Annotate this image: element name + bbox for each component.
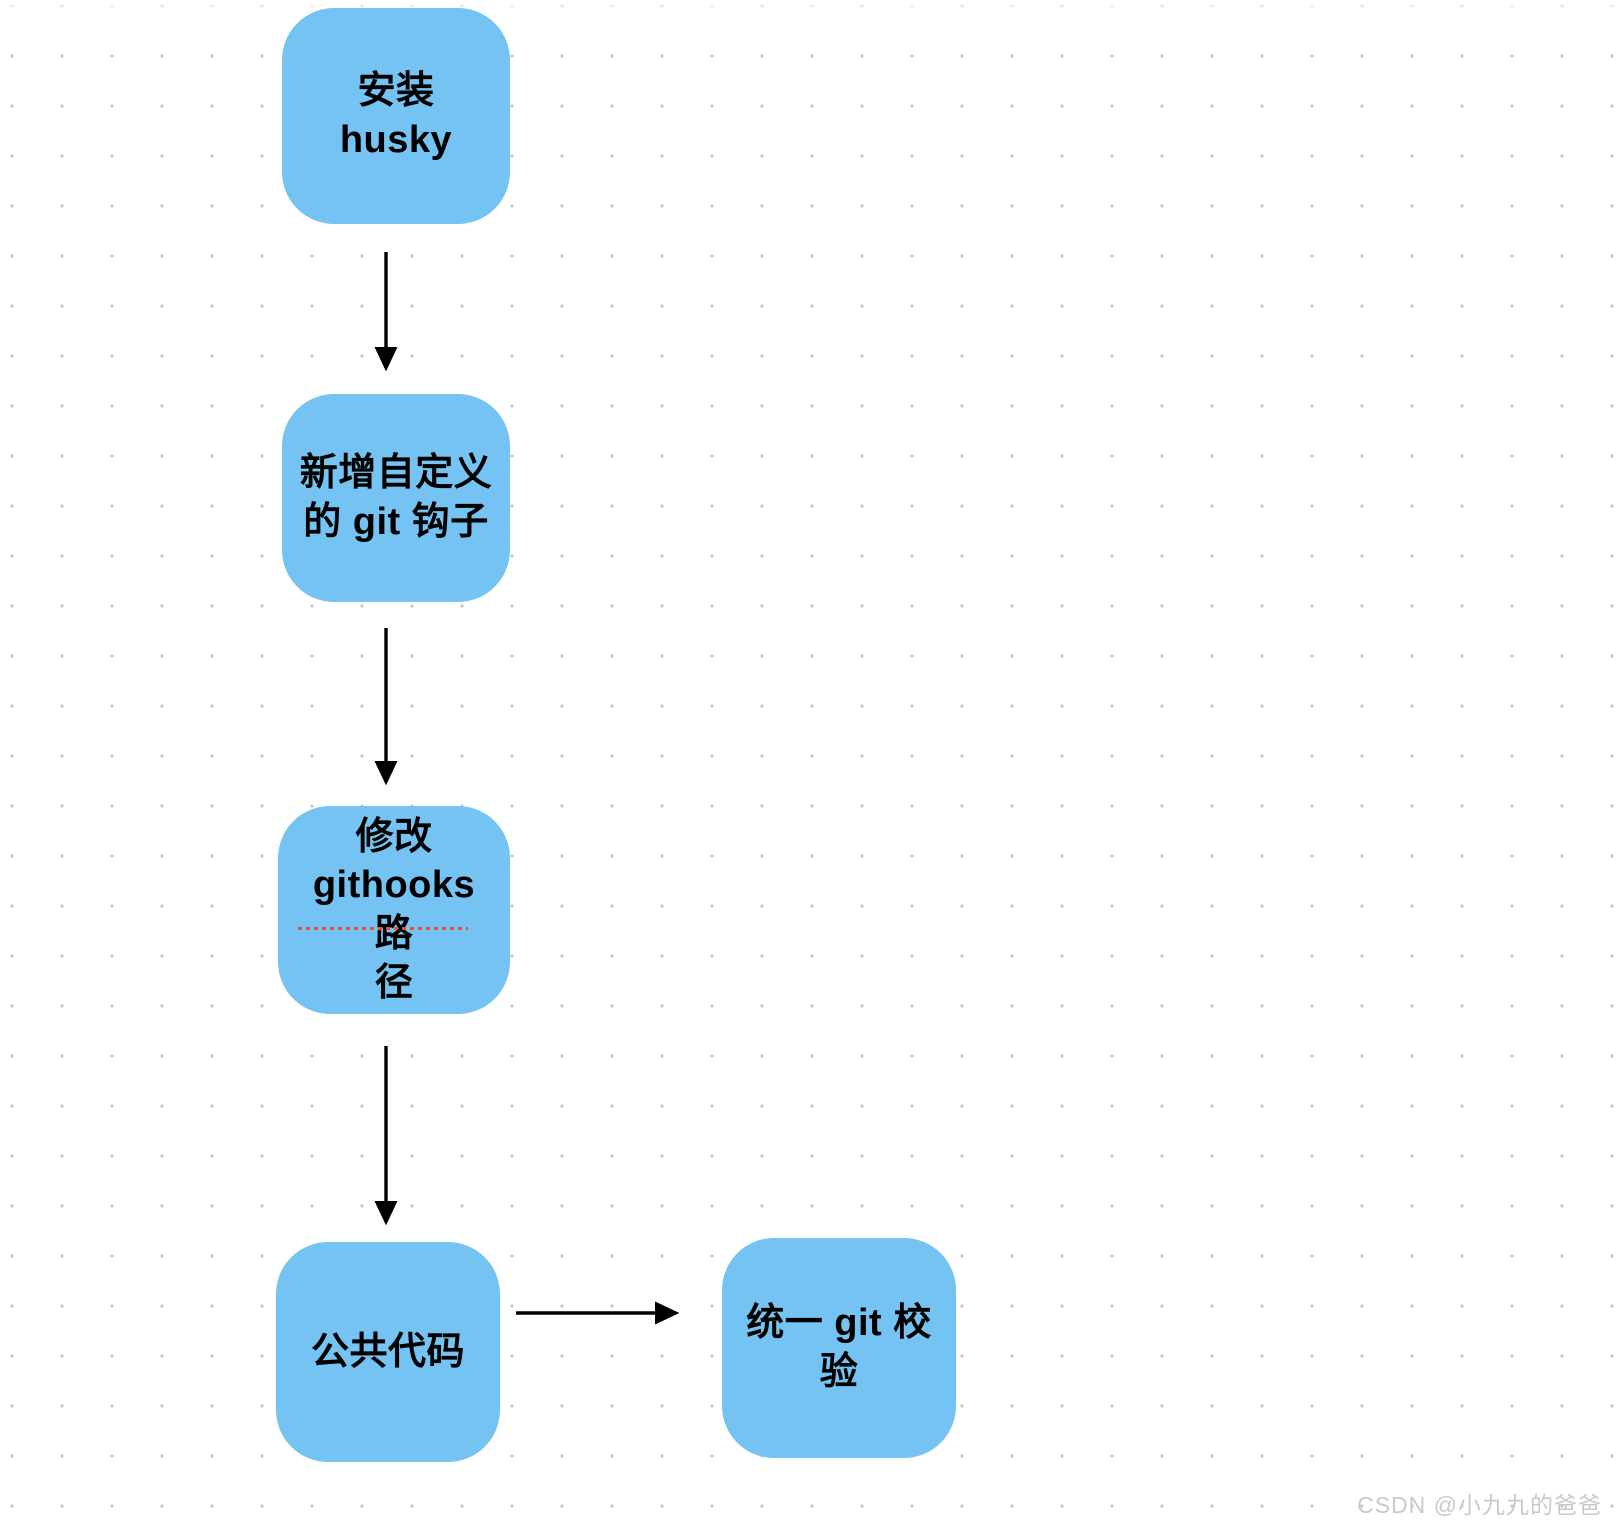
node-modify-githooks-path[interactable]: 修改 githooks 路 径 (278, 806, 510, 1014)
node-label: 修改 githooks 路 径 (312, 815, 476, 1004)
node-label: 新增自定义 的 git 钩子 (299, 452, 493, 543)
node-label: 公共代码 (310, 1330, 465, 1373)
node-label: 安装 husky (339, 70, 453, 161)
node-unified-git-check[interactable]: 统一 git 校 验 (722, 1238, 956, 1458)
node-install-husky[interactable]: 安装 husky (282, 8, 510, 224)
watermark: CSDN @小九九的爸爸 (1357, 1492, 1602, 1518)
node-label: 统一 git 校 验 (746, 1302, 932, 1393)
node-add-custom-git-hook[interactable]: 新增自定义 的 git 钩子 (282, 394, 510, 602)
node-common-code[interactable]: 公共代码 (276, 1242, 500, 1462)
